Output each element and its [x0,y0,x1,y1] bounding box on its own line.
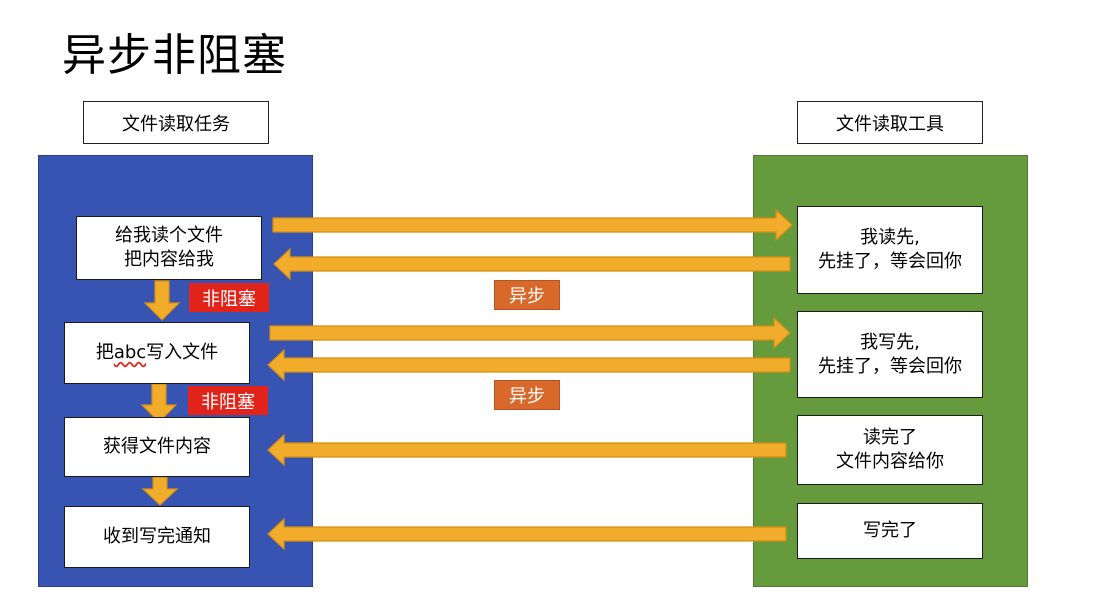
arrow-down-1 [143,280,181,321]
step-get-content-text: 获得文件内容 [103,436,211,457]
reply-read-pending: 我读先, 先挂了，等会回你 [797,206,983,294]
arrow-left-reply-read [273,247,791,281]
arrow-left-file-content [267,433,787,467]
async-badge-1: 异步 [494,280,560,310]
step-write-file-post: 写入文件 [146,342,219,363]
arrow-left-write-done [267,517,787,551]
reply-write-pending-line2: 先挂了，等会回你 [818,355,962,377]
arrow-right-request-write [269,316,791,350]
reply-read-done-line2: 文件内容给你 [836,451,944,472]
step-write-file: 把abc写入文件 [64,322,250,384]
step-request-read: 给我读个文件 把内容给我 [76,216,262,280]
reply-write-done: 写完了 [797,503,983,559]
reply-read-pending-line2: 先挂了，等会回你 [818,251,962,272]
step-write-file-highlight: abc [113,342,147,363]
arrow-down-2 [140,383,178,423]
step-write-done-notice-text: 收到写完通知 [103,526,211,547]
arrow-left-reply-write [267,348,791,382]
reply-write-pending-line1: 我写先, [860,331,920,353]
non-blocking-badge-1: 非阻塞 [189,283,269,312]
arrow-right-request-read [272,208,793,242]
step-request-read-line1: 给我读个文件 [115,225,223,246]
step-request-read-line2: 把内容给我 [124,249,214,270]
reply-read-pending-line1: 我读先, [860,227,920,248]
step-write-file-pre: 把 [95,342,114,363]
reply-read-done: 读完了 文件内容给你 [797,415,983,485]
left-header: 文件读取任务 [83,101,269,144]
right-header: 文件读取工具 [797,101,983,144]
page-title: 异步非阻塞 [62,30,287,81]
reply-write-done-text: 写完了 [863,520,917,541]
async-badge-2: 异步 [494,380,560,410]
reply-write-pending: 我写先, 先挂了，等会回你 [797,311,983,398]
arrow-down-3 [141,476,179,506]
step-write-done-notice: 收到写完通知 [64,506,250,568]
step-write-file-text: 把abc写入文件 [96,341,218,365]
non-blocking-badge-2: 非阻塞 [188,386,268,415]
reply-read-done-line1: 读完了 [863,427,917,448]
step-get-content: 获得文件内容 [64,417,250,477]
